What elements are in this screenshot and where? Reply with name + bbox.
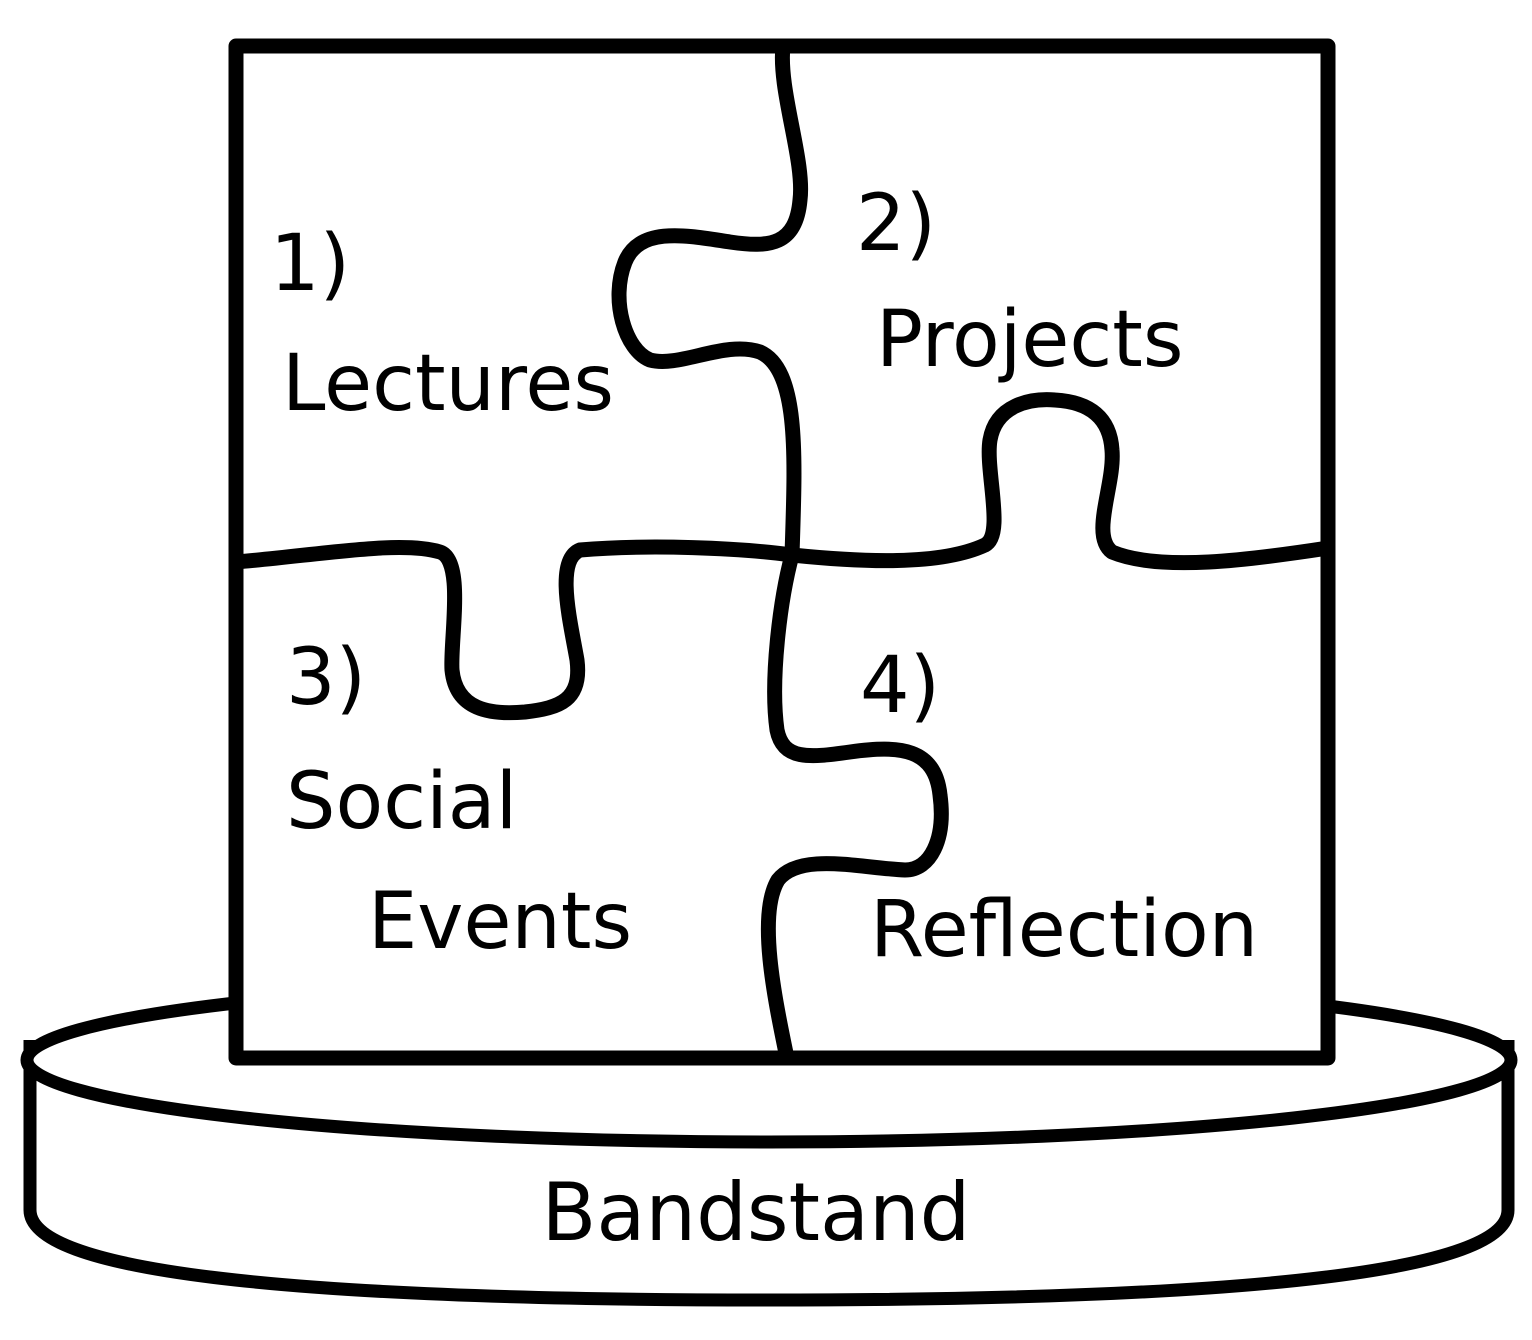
piece-1: 1) Lectures (270, 219, 614, 429)
puzzle: 1) Lectures 2) Projects 3) Social Events… (228, 38, 1336, 1066)
piece-3-label-line2: Events (368, 877, 632, 967)
piece-3: 3) Social Events (286, 633, 632, 967)
piece-2: 2) Projects (856, 179, 1184, 385)
piece-3-number: 3) (286, 633, 366, 723)
seam-vertical-upper (611, 38, 809, 563)
bandstand-label: Bandstand (542, 1166, 971, 1259)
piece-2-number: 2) (856, 179, 936, 269)
piece-2-label: Projects (876, 295, 1184, 385)
piece-1-number: 1) (270, 219, 350, 309)
piece-3-label-line1: Social (286, 757, 517, 847)
seam-horizontal-right (784, 392, 1336, 571)
piece-4: 4) Reflection (860, 641, 1258, 975)
piece-4-label: Reflection (870, 885, 1258, 975)
piece-1-label: Lectures (282, 339, 614, 429)
seam-vertical-lower (760, 547, 949, 1066)
piece-4-number: 4) (860, 641, 940, 731)
seam-horizontal-left (228, 539, 800, 721)
